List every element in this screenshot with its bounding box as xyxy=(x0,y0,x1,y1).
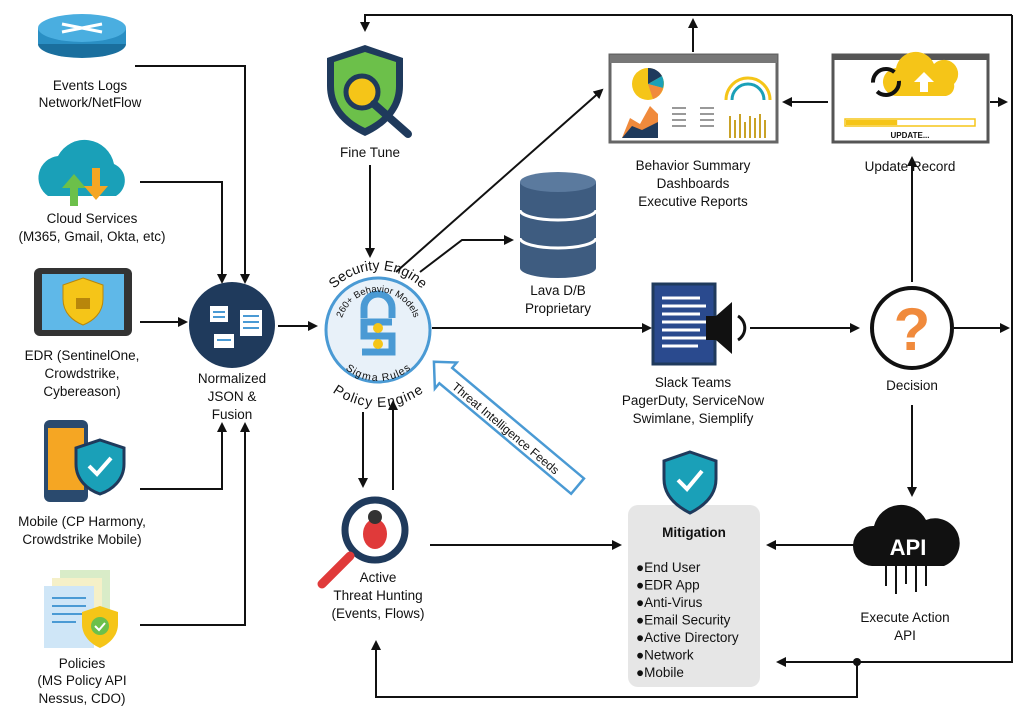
source-label: Crowdstrike Mobile) xyxy=(22,532,141,547)
source-label: EDR (SentinelOne, xyxy=(25,348,140,363)
dashboard-node: Behavior Summary Dashboards Executive Re… xyxy=(608,53,779,209)
source-label: Policies xyxy=(59,656,106,671)
source-policies: Policies (MS Policy API Nessus, CDO) xyxy=(37,570,127,706)
mitigation-item: ●Mobile xyxy=(636,665,684,680)
source-label: Cloud Services xyxy=(47,211,138,226)
update-status: UPDATE... xyxy=(891,131,930,140)
mitigation-title: Mitigation xyxy=(662,525,726,540)
normalizer-label: Fusion xyxy=(212,407,253,422)
router-icon xyxy=(38,14,126,58)
mitigation-item: ●Email Security xyxy=(636,613,731,628)
database-node: Lava D/B Proprietary xyxy=(518,172,598,316)
notification-label: PagerDuty, ServiceNow xyxy=(622,393,765,408)
source-label: (MS Policy API xyxy=(37,673,126,688)
decision-node: ? Decision xyxy=(870,286,954,393)
notification-node: Slack Teams PagerDuty, ServiceNow Swimla… xyxy=(622,282,765,426)
svg-text:API: API xyxy=(890,535,927,560)
normalizer-label: JSON & xyxy=(208,389,257,404)
dashboard-label: Dashboards xyxy=(657,176,730,191)
threat-feed-label: Threat Intelligence Feeds xyxy=(449,379,562,477)
document-speaker-icon xyxy=(651,282,747,366)
database-icon xyxy=(518,172,598,278)
fine-tune-label: Fine Tune xyxy=(340,145,400,160)
mobile-shield-check-icon xyxy=(44,420,126,502)
question-icon: ? xyxy=(870,286,954,370)
mitigation-item: ●EDR App xyxy=(636,578,700,593)
mitigation-item: ●Network xyxy=(636,648,694,663)
shield-magnifier-icon xyxy=(327,45,412,138)
hunting-label: Active xyxy=(360,570,397,585)
connectors xyxy=(135,14,1013,698)
update-window-icon xyxy=(831,51,990,144)
policy-document-icon xyxy=(44,570,118,648)
source-label: Network/NetFlow xyxy=(39,95,142,110)
mitigation-item: ●Anti-Virus xyxy=(636,595,703,610)
normalizer-label: Normalized xyxy=(198,371,266,386)
dashboard-label: Behavior Summary xyxy=(636,158,751,173)
dashboard-label: Executive Reports xyxy=(638,194,748,209)
security-policy-engine: 260+ Behavior Models Sigma Rules Securit… xyxy=(324,257,432,410)
lock-gears-icon xyxy=(360,290,396,356)
threat-hunting-node: Active Threat Hunting (Events, Flows) xyxy=(317,496,425,621)
update-progress-fill xyxy=(846,120,898,125)
source-label: Crowdstrike, xyxy=(44,366,119,381)
source-cloud-services: Cloud Services (M365, Gmail, Okta, etc) xyxy=(18,139,166,244)
update-record-node: UPDATE... Update Record xyxy=(831,51,990,174)
bug-magnifier-icon xyxy=(317,496,409,589)
source-edr: EDR (SentinelOne, Crowdstrike, Cybereaso… xyxy=(25,268,140,399)
source-mobile: Mobile (CP Harmony, Crowdstrike Mobile) xyxy=(18,420,146,547)
table-fusion-icon xyxy=(189,282,275,368)
notification-label: Slack Teams xyxy=(655,375,732,390)
database-label: Proprietary xyxy=(525,301,591,316)
threat-intelligence-feeds-arrow: Threat Intelligence Feeds xyxy=(432,360,586,496)
source-label: (M365, Gmail, Okta, etc) xyxy=(18,229,165,244)
hunting-label: (Events, Flows) xyxy=(331,606,424,621)
fine-tune-node: Fine Tune xyxy=(327,45,412,160)
source-label: Mobile (CP Harmony, xyxy=(18,514,146,529)
tablet-shield-lock-icon xyxy=(34,268,132,336)
api-label: API xyxy=(894,628,916,643)
mitigation-item: ●End User xyxy=(636,560,701,575)
svg-text:?: ? xyxy=(894,296,931,363)
source-events-logs: Events Logs Network/NetFlow xyxy=(38,14,142,110)
mitigation-panel: Mitigation ●End User ●EDR App ●Anti-Virus ●… xyxy=(628,450,760,687)
shield-check-icon xyxy=(662,450,718,515)
api-label: Execute Action xyxy=(860,610,949,625)
source-label: Events Logs xyxy=(53,78,128,93)
policy-engine-label: Policy Engine xyxy=(331,381,426,410)
database-label: Lava D/B xyxy=(530,283,586,298)
mitigation-item: ●Active Directory xyxy=(636,630,739,645)
source-label: Cybereason) xyxy=(43,384,120,399)
dashboard-window-icon xyxy=(608,53,779,144)
update-record-label: Update Record xyxy=(865,159,956,174)
normalizer-node: Normalized JSON & Fusion xyxy=(189,282,275,422)
api-cloud-icon: API xyxy=(852,504,960,594)
decision-label: Decision xyxy=(886,378,938,393)
source-label: Nessus, CDO) xyxy=(38,691,125,706)
execute-api-node: API Execute Action API xyxy=(852,504,960,643)
notification-label: Swimlane, Siemplify xyxy=(633,411,754,426)
cloud-upload-download-icon xyxy=(38,139,125,206)
hunting-label: Threat Hunting xyxy=(333,588,422,603)
